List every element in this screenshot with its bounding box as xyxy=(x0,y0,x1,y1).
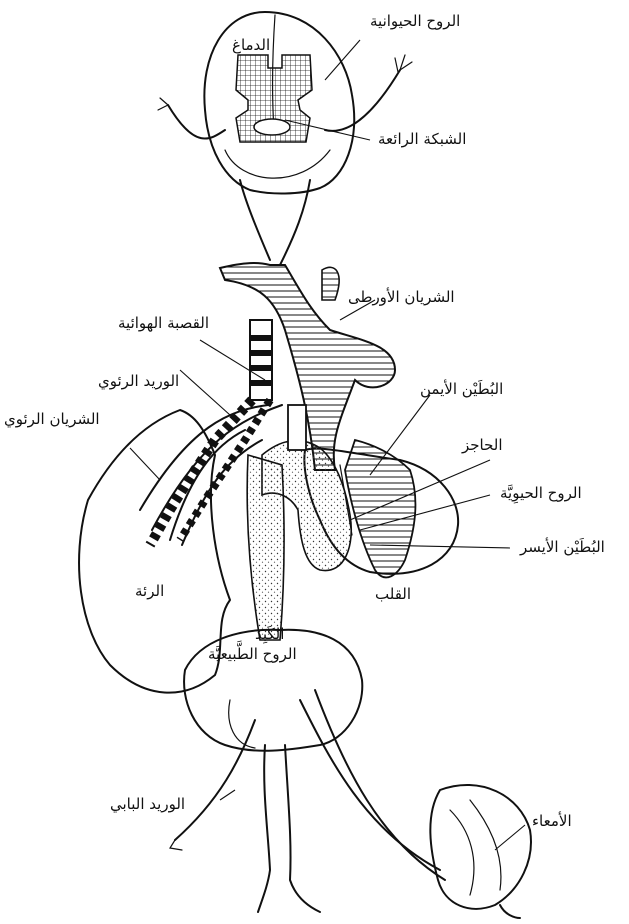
rete-mirabile-grid xyxy=(236,55,312,142)
label-pulmonary-vein: الوريد الرئوي xyxy=(98,372,179,390)
label-trachea: القصبة الهوائية xyxy=(118,314,209,332)
label-pulmonary-artery: الشريان الرئوي xyxy=(4,410,100,428)
label-septum: الحاجز xyxy=(462,436,503,454)
label-natural-spirit: الروح الطَّبيعيَّة xyxy=(208,645,297,663)
label-heart: القلب xyxy=(375,585,411,603)
label-vital-spirit: الروح الحيوِيَّة xyxy=(500,484,582,502)
label-animal-spirit: الروح الحيوانية xyxy=(370,12,460,30)
vena-cava-vessel xyxy=(247,405,306,640)
label-intestines: الأمعاء xyxy=(532,812,572,830)
label-liver: الكَبِد xyxy=(255,625,284,643)
label-right-ventricle: البُطَيْن الأيمن xyxy=(420,380,503,398)
heart-outline xyxy=(262,440,458,577)
portal-vessels xyxy=(170,690,445,912)
label-aorta: الشريان الأورطى xyxy=(348,288,455,306)
label-rete-mirabile: الشبكة الرائعة xyxy=(378,130,466,148)
label-lung: الرئة xyxy=(135,582,164,600)
intestines-drawing xyxy=(430,785,531,918)
label-brain: الدماغ xyxy=(232,36,270,54)
label-left-ventricle: البُطَيْن الأيسر xyxy=(520,538,605,556)
label-portal-vein: الوريد البابي xyxy=(110,795,185,813)
